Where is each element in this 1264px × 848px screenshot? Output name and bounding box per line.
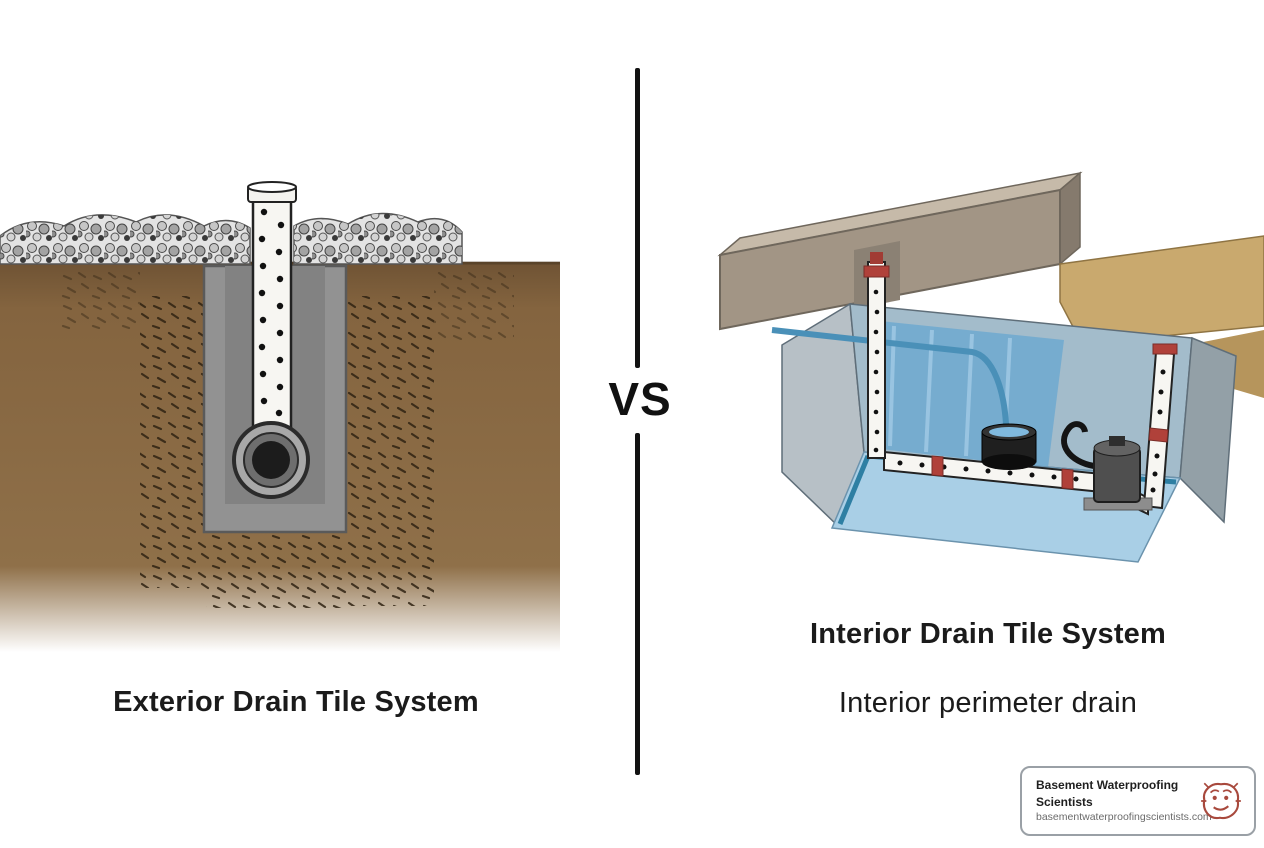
brand-badge: Basement Waterproofing Scientists baseme… xyxy=(1020,766,1256,836)
perforated-standpipe xyxy=(247,181,297,442)
exterior-caption: Exterior Drain Tile System xyxy=(113,686,479,718)
wall-perforated-pipe xyxy=(863,252,890,459)
interior-caption: Interior perimeter drain xyxy=(838,687,1138,719)
divider-line-top xyxy=(635,68,640,368)
drain-tile-pipe-end xyxy=(232,421,310,499)
brand-text: Basement Waterproofing Scientists baseme… xyxy=(1036,777,1212,825)
sump-pump xyxy=(1061,421,1153,511)
exterior-drain-illustration xyxy=(0,181,560,652)
interior-title: Interior Drain Tile System xyxy=(809,618,1166,650)
vs-label: VS xyxy=(608,373,672,425)
foundation-beam xyxy=(717,171,1083,331)
gravel-layer xyxy=(0,212,463,265)
brand-name: Basement Waterproofing Scientists xyxy=(1036,777,1179,809)
divider-line-bottom xyxy=(635,433,640,775)
brand-url: basementwaterproofingscientists.com xyxy=(1036,811,1212,824)
scribble-face-logo-icon xyxy=(1201,782,1241,820)
riser-perforated-pipe xyxy=(1142,343,1178,510)
interior-drain-illustration xyxy=(717,171,1264,563)
sump-pit-bucket xyxy=(981,423,1037,470)
